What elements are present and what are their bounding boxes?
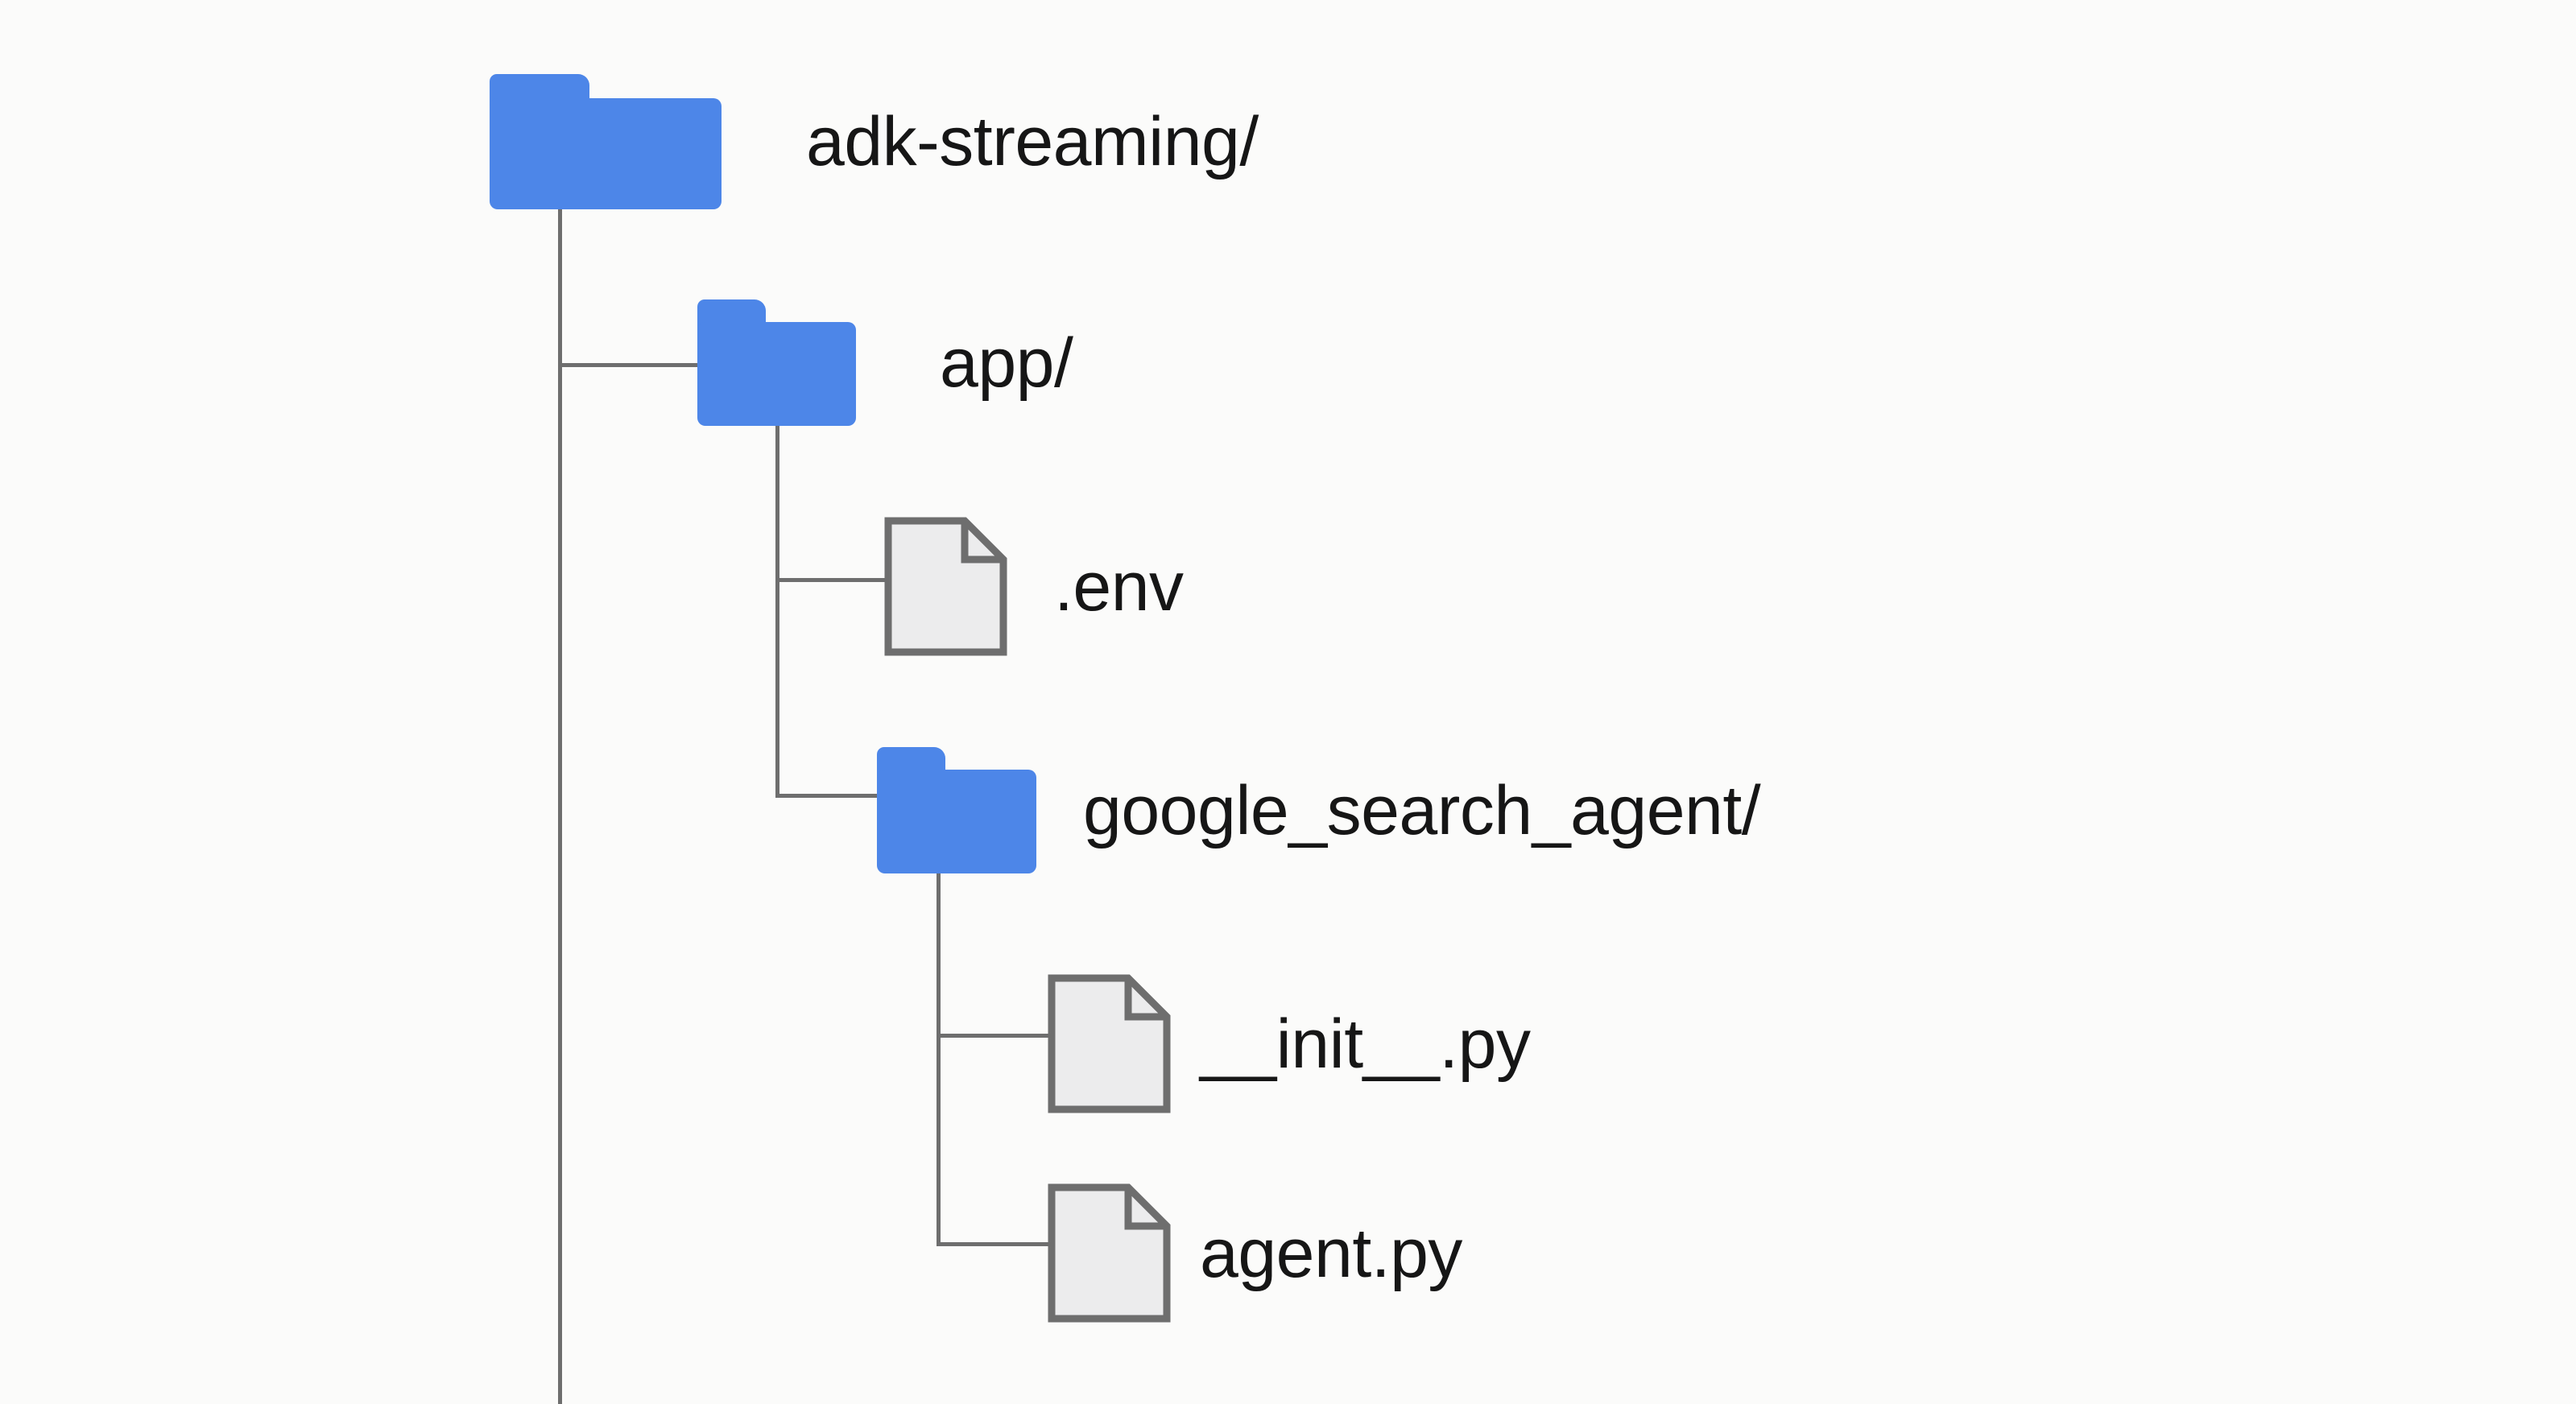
tree-node-label-google-search-agent: google_search_agent/ (1083, 771, 1761, 849)
tree-node-label-app: app/ (940, 324, 1073, 402)
tree-node-label-agent-py: agent.py (1200, 1214, 1462, 1292)
tree-node-label-adk-streaming: adk-streaming/ (806, 103, 1259, 180)
file-icon-glyph (884, 517, 1007, 656)
tree-node-adk-streaming[interactable]: adk-streaming/ (490, 74, 1259, 209)
tree-node-google-search-agent[interactable]: google_search_agent/ (877, 747, 1761, 873)
connector-gsa-to-agent-py (937, 1242, 1048, 1246)
folder-icon (697, 299, 856, 426)
tree-node-env[interactable]: .env (884, 517, 1184, 656)
tree-node-label-env: .env (1054, 547, 1184, 626)
folder-body (877, 770, 1036, 873)
connector-app-trunk (775, 423, 779, 795)
file-icon-glyph (1048, 974, 1171, 1113)
file-icon (1048, 1183, 1171, 1323)
tree-node-app[interactable]: app/ (697, 299, 1073, 426)
connector-gsa-to-init-py (937, 1034, 1048, 1038)
tree-node-agent-py[interactable]: agent.py (1048, 1183, 1462, 1323)
connector-gsa-trunk (937, 871, 941, 1246)
tree-node-label-init-py: __init__.py (1200, 1005, 1531, 1083)
tree-node-init-py[interactable]: __init__.py (1048, 974, 1531, 1113)
connector-app-to-env (775, 578, 885, 582)
file-icon (1048, 974, 1171, 1113)
connector-root-to-app (558, 363, 701, 367)
folder-icon (490, 74, 722, 209)
connector-root-trunk (558, 208, 562, 1404)
connector-app-to-google-search-agent (775, 794, 879, 798)
folder-body (697, 322, 856, 426)
file-icon-glyph (1048, 1183, 1171, 1323)
folder-icon (877, 747, 1036, 873)
file-icon (884, 517, 1007, 656)
folder-body (490, 98, 722, 209)
